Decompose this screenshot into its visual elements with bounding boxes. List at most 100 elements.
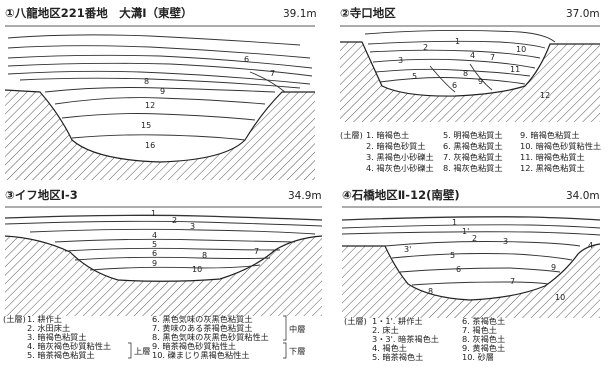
panel-3-group-lower: 下層 — [289, 346, 305, 356]
panel-2-layer-boundary — [469, 63, 493, 91]
panel-4-layer-number: 10 — [555, 293, 565, 302]
panel-4-layer-number: 4 — [588, 241, 593, 250]
panel-3-bracket-middle — [283, 315, 287, 341]
panel-3-layer-boundary — [74, 256, 271, 261]
panel-1-layer-number: 8 — [144, 77, 149, 86]
panel-4-legend: (土層) 1・1'. 耕作土 2. 床土 3・3'. 暗茶褐色土 4. 褐色土 … — [344, 316, 505, 362]
panel-3-layer-number: 4 — [152, 231, 157, 240]
panel-2-legend-item: 7. 灰褐色粘質土 — [443, 152, 503, 162]
panel-1-layer-boundary — [19, 77, 301, 89]
panel-2-legend-item: 10. 暗褐色砂質粘性土 — [520, 141, 601, 151]
panel-3-legend-item: 5. 暗茶褐色粘質土 — [27, 350, 95, 360]
panel-3-legend-item: 7. 黄味のある茶褐色粘質土 — [152, 323, 252, 333]
panel-1-layer-number: 7 — [270, 69, 275, 78]
panel-4-layer-number: 2 — [472, 234, 477, 243]
panel-2-bedrock — [340, 42, 600, 122]
panel-4-layer-number: 5 — [450, 251, 455, 260]
panel-2-layer-number: 8 — [463, 69, 468, 78]
panel-2-layer-number: 3 — [398, 56, 403, 65]
panel-3-legend-item: 4. 暗灰褐色砂質粘性土 — [27, 341, 111, 351]
panel-4-layer-number: 1 — [452, 218, 457, 227]
panel-4-layer-number: 3' — [404, 245, 411, 254]
panel-1-layer-boundary — [54, 97, 266, 105]
panel-3-bracket-upper — [128, 342, 132, 359]
panel-2-legend: (土層) 1. 暗褐色土 2. 暗褐色砂質土 3. 黒褐色小砂礫土 4. 褐灰色… — [340, 130, 601, 173]
panel-3-legend-item: 3. 暗褐色粘質土 — [27, 332, 87, 342]
panel-2-legend-item: 6. 黒褐色粘質土 — [443, 141, 503, 151]
panel-1-layer-number: 16 — [145, 141, 155, 150]
panel-2-layer-boundary — [429, 65, 456, 93]
panel-2-layer-boundary — [379, 77, 526, 85]
panel-4-legend-item: 3・3'. 暗茶褐色土 — [372, 334, 439, 344]
panel-4-layer-number: 1' — [462, 227, 469, 236]
panel-4-ditch-outline — [342, 243, 601, 301]
panel-3-title: ③イフ地区Ⅰ-3 — [5, 188, 78, 202]
panel-4-layer-boundary — [341, 231, 601, 236]
panel-2-layer-number: 6 — [452, 81, 457, 90]
panel-3-elevation: 34.9m — [288, 190, 322, 202]
panel-4-title: ④石橋地区Ⅱ-12(南壁) — [342, 188, 460, 202]
panel-3-layer-boundary — [4, 214, 323, 221]
panel-2-layer-boundary — [372, 58, 536, 69]
panel-4-layer-number: 8 — [428, 287, 433, 296]
panel-1-layer-boundary — [7, 45, 311, 59]
panel-1-elevation: 39.1m — [283, 8, 317, 20]
panel-4-legend-item: 9. 黄褐色土 — [462, 343, 505, 353]
panel-3-legend-item: 6. 黒色気味の灰黒色粘質土 — [152, 314, 252, 324]
panel-1-layer-boundary — [71, 134, 246, 141]
panel-4-layer-number: 6 — [456, 265, 461, 274]
panel-1-title: ①八龍地区221番地 大溝Ⅰ（東壁） — [5, 6, 193, 20]
panel-3-layer-boundary — [89, 264, 261, 271]
panel-3-layer-boundary — [54, 238, 296, 243]
panel-2-layer-number: 10 — [516, 45, 526, 54]
panel-4-layer-number: 7 — [510, 277, 515, 286]
panel-4-legend-item: 2. 床土 — [372, 325, 399, 335]
panel-2-layer-number: 2 — [423, 43, 428, 52]
panel-4-layer-boundary — [384, 241, 581, 247]
panel-4-legend-item: 6. 茶褐色土 — [462, 316, 505, 326]
panel-2-layer-boundary — [364, 29, 556, 43]
panel-3-legend-heading: (土層) — [3, 314, 26, 324]
panel-4-legend-item: 10. 砂層 — [462, 352, 494, 362]
panel-3-bedrock — [5, 236, 322, 316]
panel-1-section: ①八龍地区221番地 大溝Ⅰ（東壁） 39.1m 6 7 8 9 12 15 1… — [4, 6, 317, 180]
panel-4-elevation: 34.0m — [566, 190, 600, 202]
panel-2-legend-item: 5. 明褐色粘質土 — [443, 130, 503, 140]
panel-3-layer-number: 3 — [190, 222, 195, 231]
panel-2-legend-item: 11. 暗褐色粘質土 — [520, 152, 585, 162]
panel-3-legend-item: 2. 水田床土 — [27, 323, 70, 333]
panel-2-ditch-outline — [340, 41, 600, 97]
panel-2-legend-item: 12. 黒褐色粘質土 — [520, 163, 585, 173]
panel-1-bedrock — [5, 90, 315, 180]
panel-3-group-middle: 中層 — [289, 324, 305, 334]
panel-2-layer-number: 1 — [455, 37, 460, 46]
panel-3-layer-number: 10 — [192, 265, 202, 274]
panel-3-layer-boundary — [64, 247, 281, 252]
panel-3-bracket-lower — [283, 342, 287, 359]
panel-1-layer-boundary — [7, 62, 313, 77]
panel-1-layer-boundary — [61, 113, 256, 121]
panel-2-legend-item: 8. 褐灰色粘質土 — [443, 163, 503, 173]
panel-2-layer-number: 7 — [490, 53, 495, 62]
panel-2-legend-item: 9. 暗褐色粘質土 — [520, 130, 580, 140]
panel-4-legend-item: 7. 褐色土 — [462, 325, 497, 335]
panel-1-layer-boundary — [249, 71, 286, 93]
panel-4-section: ④石橋地区Ⅱ-12(南壁) 34.0m 1 1' 2 3 3' 4 5 6 7 … — [341, 188, 601, 362]
panel-2-elevation: 37.0m — [566, 8, 600, 20]
panel-1-layer-number: 9 — [160, 87, 165, 96]
panel-1-layer-number: 6 — [244, 55, 249, 64]
panel-3-group-upper: 上層 — [134, 346, 150, 356]
panel-3-layer-number: 9 — [152, 259, 157, 268]
panel-3-legend-item: 8. 黒色気味の灰黒色砂質粘性土 — [152, 332, 269, 342]
panel-4-legend-item: 5. 暗茶褐色土 — [372, 352, 423, 362]
panel-2-layer-number: 9 — [478, 77, 483, 86]
panel-1-layer-boundary — [7, 70, 311, 85]
panel-3-legend-item: 10. 礫まじり黒褐色粘性土 — [152, 350, 250, 360]
panel-2-layer-boundary — [369, 49, 541, 59]
panel-4-legend-heading: (土層) — [344, 316, 367, 326]
panel-1-layer-number: 12 — [145, 101, 155, 110]
panel-3-layer-number: 8 — [202, 251, 207, 260]
panel-3-layer-number: 2 — [172, 216, 177, 225]
panel-2-layer-boundary — [367, 40, 546, 49]
panel-1-layer-boundary — [7, 34, 301, 46]
